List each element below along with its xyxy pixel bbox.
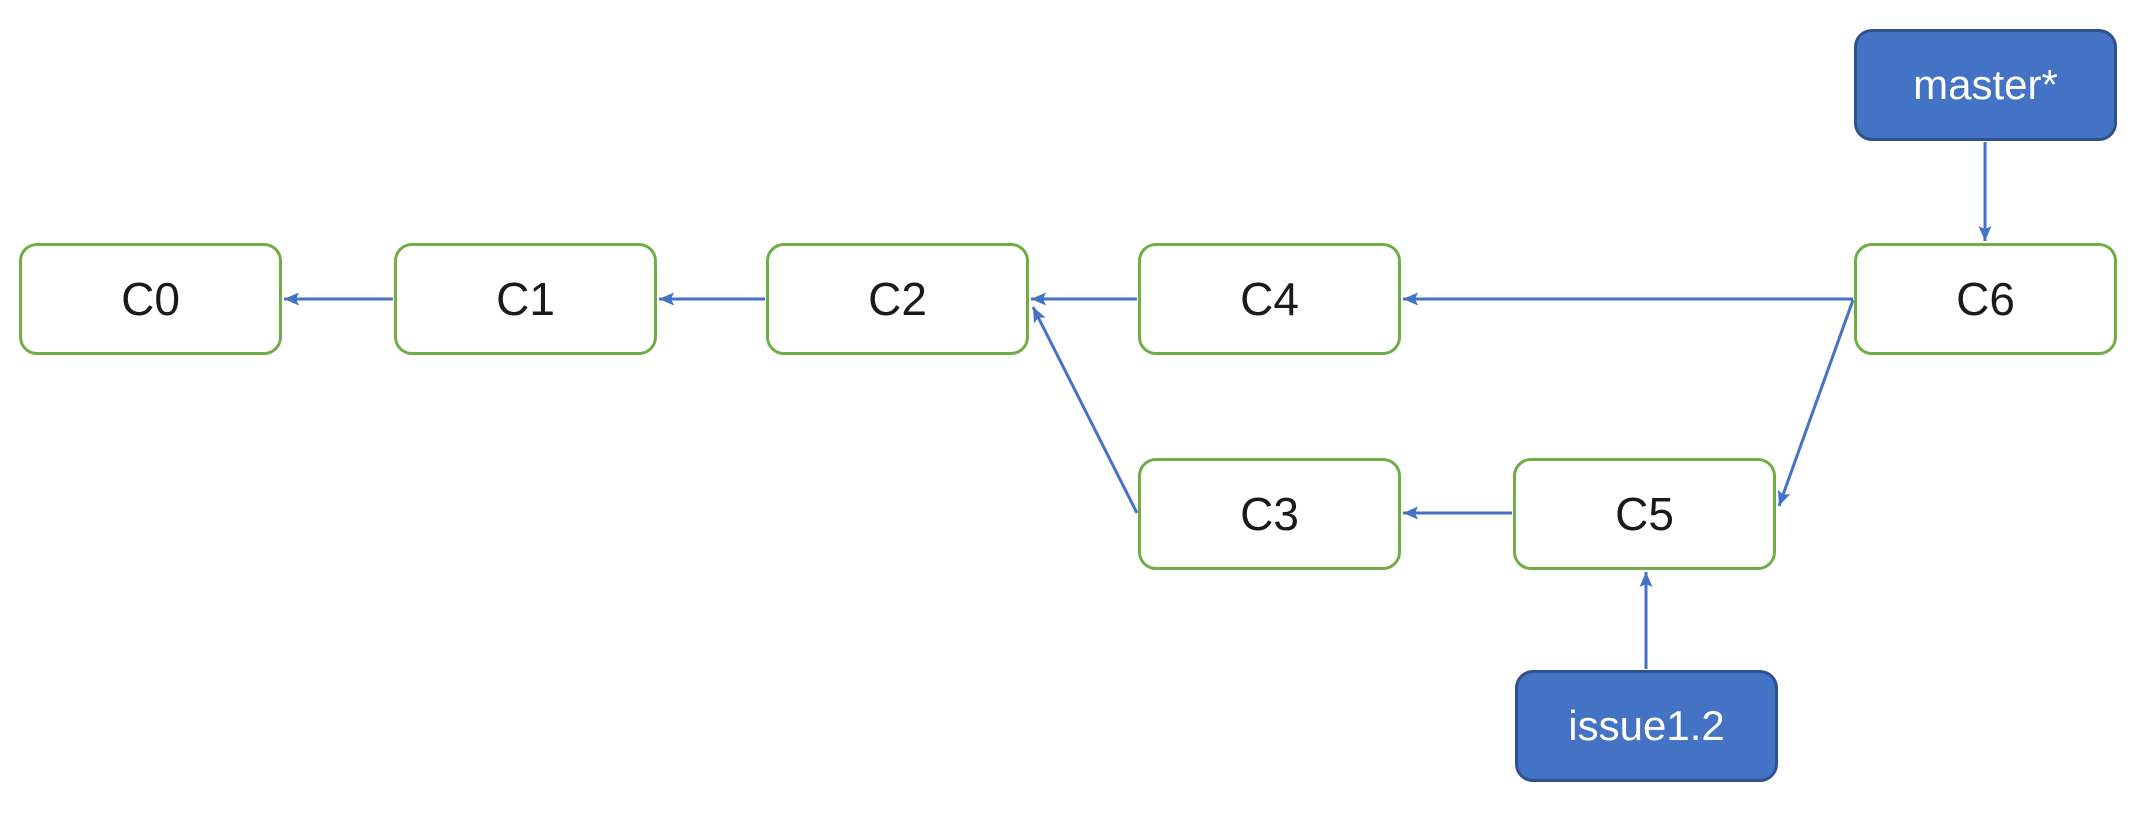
branch-label-master: master* xyxy=(1913,61,2058,108)
branch-pointer-master: master* xyxy=(1854,29,2117,141)
commit-node-c5: C5 xyxy=(1513,458,1776,570)
commit-node-c2: C2 xyxy=(766,243,1029,355)
edge-c3-to-c2 xyxy=(1031,306,1139,514)
commit-node-c3: C3 xyxy=(1138,458,1401,570)
commit-label-c6: C6 xyxy=(1956,273,2015,325)
commit-label-c3: C3 xyxy=(1240,488,1299,540)
commit-node-c4: C4 xyxy=(1138,243,1401,355)
branch-label-issue1-2: issue1.2 xyxy=(1568,702,1725,749)
commit-label-c4: C4 xyxy=(1240,273,1299,325)
commit-label-c0: C0 xyxy=(121,273,180,325)
commit-node-c6: C6 xyxy=(1854,243,2117,355)
commit-label-c5: C5 xyxy=(1615,488,1674,540)
edge-c6-to-c5 xyxy=(1777,299,1855,507)
commit-label-c1: C1 xyxy=(496,273,555,325)
branch-pointer-issue1-2: issue1.2 xyxy=(1515,670,1778,782)
commit-label-c2: C2 xyxy=(868,273,927,325)
commit-node-c0: C0 xyxy=(19,243,282,355)
commit-node-c1: C1 xyxy=(394,243,657,355)
